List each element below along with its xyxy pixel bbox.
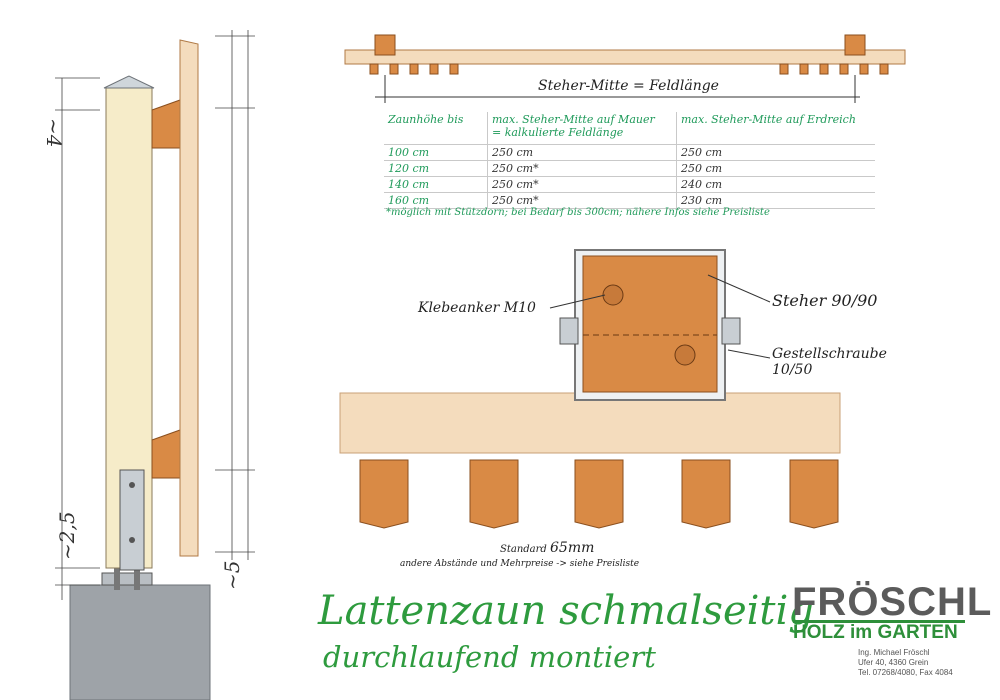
brand-tagline: HOLZ im GARTEN [793,622,958,643]
brand-address-line: Tel. 07268/4080, Fax 4084 [858,668,953,677]
table-footnote: *möglich mit Stützdorn; bei Bedarf bis 3… [386,207,770,218]
diagram-title: Lattenzaun schmalseitig [318,588,814,634]
label-gestellschraube-size: 10/50 [772,362,813,378]
cell-erdreich: 230 cm [676,192,875,209]
fence-lath [179,39,199,557]
standard-prefix: Standard [500,544,547,555]
table-row: 120 cm 250 cm* 250 cm [384,160,875,177]
cell-height: 100 cm [384,144,488,161]
spec-table: Zaunhöhe bis max. Steher-Mitte auf Mauer… [384,112,875,209]
brand-underline [793,620,965,623]
cell-erdreich: 250 cm [676,144,875,161]
top-post-right [844,34,866,56]
post-section [582,255,718,393]
top-view-drawing [344,34,906,103]
table-row: 140 cm 250 cm* 240 cm [384,176,875,193]
table-row: 160 cm 250 cm* 230 cm [384,192,875,209]
dimension-label-bottom-right: ~5 [220,560,244,590]
field-length-heading: Steher-Mitte = Feldlänge [538,78,719,94]
cell-mauer: 250 cm* [487,160,677,177]
upper-rail [151,99,181,149]
rail-strip [344,49,906,65]
table-row: 100 cm 250 cm 250 cm [384,144,875,161]
concrete-foundation [69,584,211,700]
top-post-left [374,34,396,56]
header-zaunhoehe: Zaunhöhe bis [384,112,488,145]
dimension-label-bottom-left: ~2,5 [55,511,79,560]
brand-address-line: Ufer 40, 4360 Grein [858,658,929,667]
label-steher: Steher 90/90 [772,291,878,310]
brand-logo-name: FRÖSCHL [792,580,993,624]
post-cap [103,75,155,89]
rail-section [339,392,841,454]
header-mauer: max. Steher-Mitte auf Mauer = kalkuliert… [487,112,677,145]
table-header-row: Zaunhöhe bis max. Steher-Mitte auf Mauer… [384,112,875,145]
label-klebeanker: Klebeanker M10 [418,300,536,316]
label-abstaende: andere Abstände und Mehrpreise -> siehe … [400,559,640,569]
diagram-subtitle: durchlaufend montiert [323,640,656,674]
brand-address-line: Ing. Michael Fröschl [858,648,930,657]
label-standard: Standard 65mm [500,540,594,556]
cell-erdreich: 250 cm [676,160,875,177]
side-elevation-drawing [55,30,255,700]
dimension-label-top: ~4 [42,118,66,148]
header-erdreich: max. Steher-Mitte auf Erdreich [676,112,875,145]
label-gestellschraube: Gestellschraube [772,346,887,362]
base-plate [101,572,153,586]
cell-mauer: 250 cm [487,144,677,161]
cell-mauer: 250 cm* [487,192,677,209]
cell-height: 120 cm [384,160,488,177]
klebeanker-hole [602,284,624,306]
cell-height: 160 cm [384,192,488,209]
cell-height: 140 cm [384,176,488,193]
cell-erdreich: 240 cm [676,176,875,193]
cross-section-drawing [339,249,841,529]
lath-sections [359,459,839,529]
lower-rail [151,429,181,479]
gestellschraube-hole [674,344,696,366]
cell-mauer: 250 cm* [487,176,677,193]
standard-value: 65mm [550,540,595,556]
